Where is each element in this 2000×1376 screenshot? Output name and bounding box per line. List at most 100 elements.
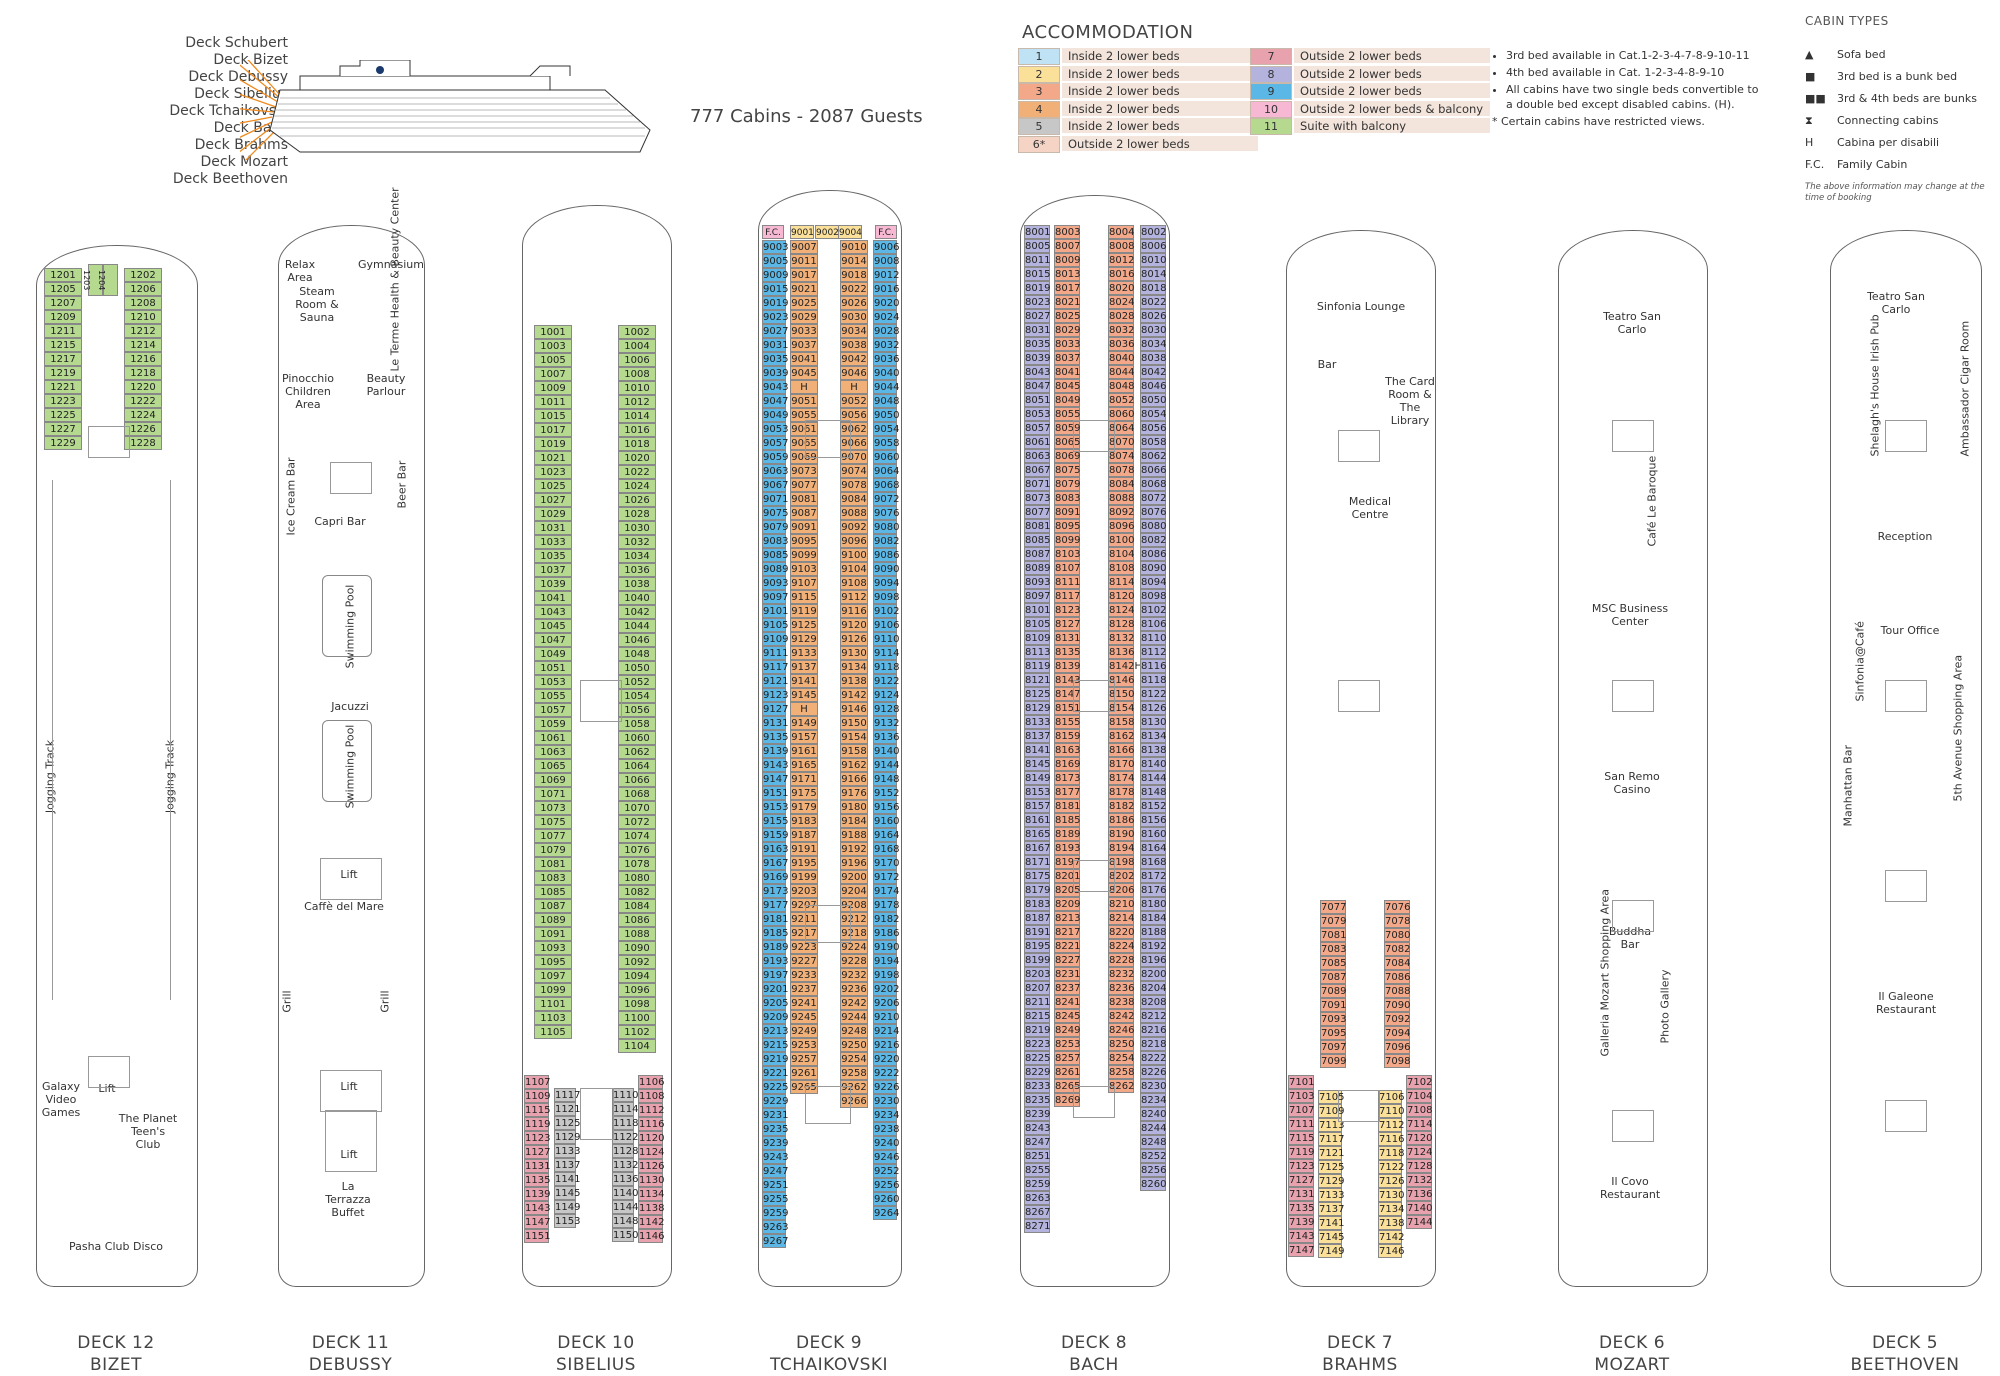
cabin-1086[interactable]: 1086 <box>618 913 656 927</box>
cabin-8041[interactable]: 8041 <box>1054 365 1081 379</box>
cabin-1101[interactable]: 1101 <box>534 997 572 1011</box>
cabin-7123[interactable]: 7123 <box>1288 1159 1315 1173</box>
cabin-8123[interactable]: 8123 <box>1054 603 1081 617</box>
cabin-9145[interactable]: 9145 <box>790 688 818 702</box>
cabin-9038[interactable]: 9038 <box>840 338 868 352</box>
cabin-8260[interactable]: 8260 <box>1140 1177 1167 1191</box>
cabin-9222[interactable]: 9222 <box>873 1066 900 1080</box>
cabin-8222[interactable]: 8222 <box>1140 1051 1167 1065</box>
cabin-9253[interactable]: 9253 <box>790 1038 818 1052</box>
cabin-1103[interactable]: 1103 <box>534 1011 572 1025</box>
cabin-8027[interactable]: 8027 <box>1024 309 1051 323</box>
cabin-1045[interactable]: 1045 <box>534 619 572 633</box>
cabin-9231[interactable]: 9231 <box>762 1108 789 1122</box>
cabin-7114[interactable]: 7114 <box>1406 1117 1433 1131</box>
cabin-7084[interactable]: 7084 <box>1384 956 1411 970</box>
cabin-1076[interactable]: 1076 <box>618 843 656 857</box>
cabin-8155[interactable]: 8155 <box>1054 715 1081 729</box>
cabin-9076[interactable]: 9076 <box>873 506 900 520</box>
cabin-8253[interactable]: 8253 <box>1054 1037 1081 1051</box>
cabin-8031[interactable]: 8031 <box>1024 323 1051 337</box>
cabin-8255[interactable]: 8255 <box>1024 1163 1051 1177</box>
cabin-9083[interactable]: 9083 <box>762 534 789 548</box>
cabin-9139[interactable]: 9139 <box>762 744 789 758</box>
cabin-1117[interactable]: 1117 <box>554 1088 581 1102</box>
cabin-1078[interactable]: 1078 <box>618 857 656 871</box>
cabin-8183[interactable]: 8183 <box>1024 897 1051 911</box>
cabin-9050[interactable]: 9050 <box>873 408 900 422</box>
cabin-1003[interactable]: 1003 <box>534 339 572 353</box>
cabin-9032[interactable]: 9032 <box>873 338 900 352</box>
cabin-1082[interactable]: 1082 <box>618 885 656 899</box>
cabin-1055[interactable]: 1055 <box>534 689 572 703</box>
cabin-8137[interactable]: 8137 <box>1024 729 1051 743</box>
cabin-8057[interactable]: 8057 <box>1024 421 1051 435</box>
cabin-8050[interactable]: 8050 <box>1140 393 1167 407</box>
cabin-9030[interactable]: 9030 <box>840 310 868 324</box>
cabin-8196[interactable]: 8196 <box>1140 953 1167 967</box>
cabin-8228[interactable]: 8228 <box>1108 953 1135 967</box>
cabin-8144[interactable]: 8144 <box>1140 771 1167 785</box>
cabin-1042[interactable]: 1042 <box>618 605 656 619</box>
cabin-1057[interactable]: 1057 <box>534 703 572 717</box>
cabin-9188[interactable]: 9188 <box>840 828 868 842</box>
cabin-9122[interactable]: 9122 <box>873 674 900 688</box>
cabin-1129[interactable]: 1129 <box>554 1130 581 1144</box>
cabin-8224[interactable]: 8224 <box>1108 939 1135 953</box>
cabin-8007[interactable]: 8007 <box>1054 239 1081 253</box>
cabin-9247[interactable]: 9247 <box>762 1164 789 1178</box>
cabin-9025[interactable]: 9025 <box>790 296 818 310</box>
cabin-9144[interactable]: 9144 <box>873 758 900 772</box>
cabin-9216[interactable]: 9216 <box>873 1038 900 1052</box>
cabin-7118[interactable]: 7118 <box>1378 1146 1405 1160</box>
cabin-8079[interactable]: 8079 <box>1054 477 1081 491</box>
cabin-9206[interactable]: 9206 <box>873 996 900 1010</box>
cabin-8192[interactable]: 8192 <box>1140 939 1167 953</box>
cabin-1053[interactable]: 1053 <box>534 675 572 689</box>
cabin-8090[interactable]: 8090 <box>1140 561 1167 575</box>
cabin-9138[interactable]: 9138 <box>840 674 868 688</box>
cabin-9186[interactable]: 9186 <box>873 926 900 940</box>
cabin-7149[interactable]: 7149 <box>1318 1244 1345 1258</box>
cabin-9071[interactable]: 9071 <box>762 492 789 506</box>
cabin-9194[interactable]: 9194 <box>873 954 900 968</box>
cabin-1073[interactable]: 1073 <box>534 801 572 815</box>
cabin-1001[interactable]: 1001 <box>534 325 572 339</box>
cabin-8005[interactable]: 8005 <box>1024 239 1051 253</box>
cabin-1005[interactable]: 1005 <box>534 353 572 367</box>
cabin-8117[interactable]: 8117 <box>1054 589 1081 603</box>
cabin-8142h[interactable]: 8142H <box>1108 659 1142 673</box>
cabin-8164[interactable]: 8164 <box>1140 841 1167 855</box>
cabin-9173[interactable]: 9173 <box>762 884 789 898</box>
cabin-8071[interactable]: 8071 <box>1024 477 1051 491</box>
cabin-9179[interactable]: 9179 <box>790 800 818 814</box>
cabin-9082[interactable]: 9082 <box>873 534 900 548</box>
cabin-9248[interactable]: 9248 <box>840 1024 868 1038</box>
cabin-1061[interactable]: 1061 <box>534 731 572 745</box>
cabin-1132[interactable]: 1132 <box>612 1158 639 1172</box>
cabin-1068[interactable]: 1068 <box>618 787 656 801</box>
cabin-8103[interactable]: 8103 <box>1054 547 1081 561</box>
cabin-9073[interactable]: 9073 <box>790 464 818 478</box>
cabin-1091[interactable]: 1091 <box>534 927 572 941</box>
cabin-9099[interactable]: 9099 <box>790 548 818 562</box>
cabin-9108[interactable]: 9108 <box>840 576 868 590</box>
cabin-7089[interactable]: 7089 <box>1320 984 1347 998</box>
cabin-9180[interactable]: 9180 <box>840 800 868 814</box>
cabin-8053[interactable]: 8053 <box>1024 407 1051 421</box>
cabin-8049[interactable]: 8049 <box>1054 393 1081 407</box>
cabin-9166[interactable]: 9166 <box>840 772 868 786</box>
cabin-9168[interactable]: 9168 <box>873 842 900 856</box>
cabin-9225[interactable]: 9225 <box>762 1080 789 1094</box>
cabin-9036[interactable]: 9036 <box>873 352 900 366</box>
cabin-8061[interactable]: 8061 <box>1024 435 1051 449</box>
cabin-9017[interactable]: 9017 <box>790 268 818 282</box>
cabin-8267[interactable]: 8267 <box>1024 1205 1051 1219</box>
cabin-9195[interactable]: 9195 <box>790 856 818 870</box>
cabin-1219[interactable]: 1219 <box>44 366 82 380</box>
cabin-8153[interactable]: 8153 <box>1024 785 1051 799</box>
cabin-7112[interactable]: 7112 <box>1378 1118 1405 1132</box>
cabin-7078[interactable]: 7078 <box>1384 914 1411 928</box>
cabin-8191[interactable]: 8191 <box>1024 925 1051 939</box>
cabin-1071[interactable]: 1071 <box>534 787 572 801</box>
